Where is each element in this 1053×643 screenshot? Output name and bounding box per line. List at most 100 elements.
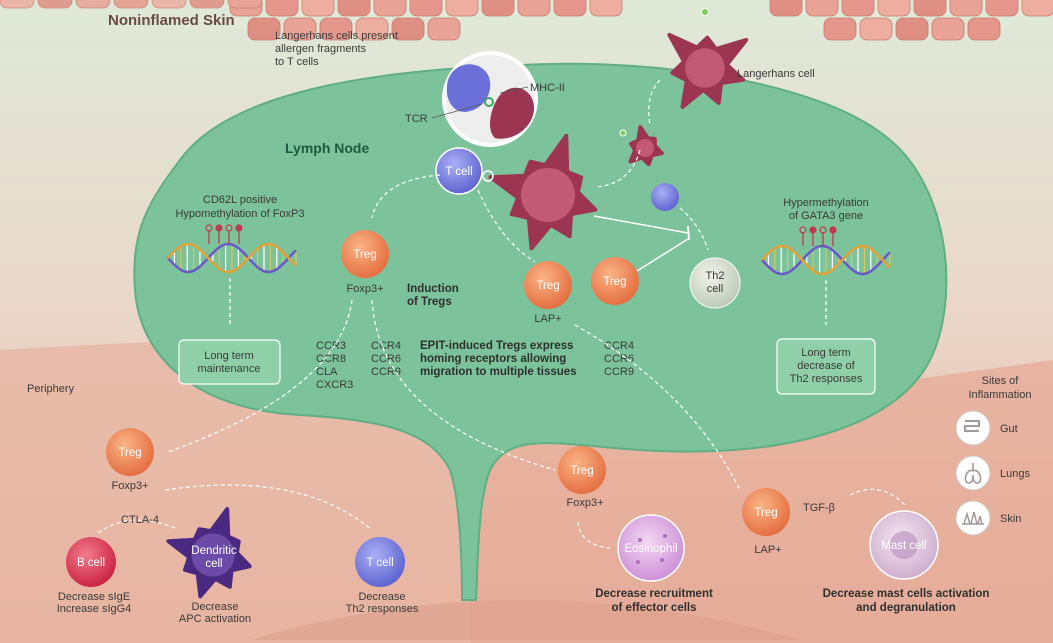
- label-periphery: Periphery: [27, 383, 75, 395]
- treg-gut-foxp3: Foxp3+: [567, 497, 604, 509]
- skin-cell: [151, 0, 187, 9]
- tcell-node-label: T cell: [445, 166, 472, 178]
- periphery-shadow: [250, 600, 800, 640]
- arrow-gut-treg: [371, 299, 556, 471]
- langerhans-present-line2: allergen fragments: [275, 43, 367, 55]
- treg-gut: Treg: [558, 446, 606, 494]
- eosinophil-label: Eosinophil: [624, 543, 677, 555]
- skin-cell: [841, 0, 875, 17]
- cd62l-line1: CD62L positive: [203, 194, 277, 206]
- mast-cell: Mast cell: [869, 510, 939, 580]
- sites-line2: Inflammation: [969, 389, 1032, 401]
- skin-cell: [769, 0, 803, 17]
- th2-line1: Th2: [706, 270, 725, 282]
- hypermeth-line1: Hypermethylation: [783, 197, 869, 209]
- treg-suppressor: Treg: [591, 257, 639, 305]
- title-noninflamed-skin: Noninflamed Skin: [108, 12, 235, 29]
- long-term-maint-line1: Long term: [204, 350, 254, 362]
- tcr-contact-marker: [482, 170, 494, 182]
- th2-cell: [689, 257, 741, 309]
- receptor-left-2: CLA: [316, 366, 338, 378]
- skin-cell: [355, 17, 389, 41]
- arrow-eosinophil: [577, 521, 611, 549]
- eosinophil: Eosinophil: [617, 514, 685, 582]
- allergen-fragment-top: [701, 8, 709, 16]
- receptor-left-0: CCR3: [316, 340, 346, 352]
- label-mhc-ii: MHC-II: [530, 82, 565, 94]
- receptor-mid-0: CCR4: [371, 340, 401, 352]
- arrow-tcell-to-lap: [477, 189, 536, 263]
- lungs-icon: [955, 455, 991, 491]
- site-gut-label: Gut: [1000, 423, 1018, 435]
- site-skin: Skin: [955, 500, 1021, 536]
- arrow-to-tcell: [164, 484, 373, 531]
- bcell: B cell: [66, 537, 116, 587]
- treg-periphery-label: Treg: [118, 447, 141, 459]
- treg-induction-foxp3: Foxp3+: [347, 283, 384, 295]
- cd62l-line2: Hypomethylation of FoxP3: [175, 208, 304, 220]
- label-tgf-beta: TGF-β: [803, 502, 835, 514]
- arrow-periphery-treg: [167, 299, 353, 453]
- skin-cell: [113, 0, 149, 9]
- tcell-lymph-node: [435, 147, 483, 195]
- skin-cell: [189, 0, 225, 9]
- skin-cell: [481, 0, 515, 17]
- induction-line2: of Tregs: [407, 296, 452, 308]
- label-tcr: TCR: [405, 113, 428, 125]
- skin-cell: [247, 17, 281, 41]
- epit-line1: EPIT-induced Tregs express: [420, 340, 573, 352]
- arrow-lc-migrate: [648, 79, 661, 126]
- small-tcell: [651, 183, 679, 211]
- treg-periphery: Treg: [106, 428, 154, 476]
- receptor-left-1: CCR8: [316, 353, 346, 365]
- inhibition-line-treg: [636, 238, 689, 272]
- skin-cell: [859, 17, 893, 41]
- decrease-recruit-line2: of effector cells: [612, 602, 697, 614]
- long-term-maint-line2: maintenance: [198, 363, 261, 375]
- mast-cell-label: Mast cell: [881, 540, 926, 552]
- skin-cell: [409, 0, 443, 17]
- th2-line2: cell: [707, 283, 724, 295]
- arrow-lc-to-node: [594, 149, 641, 188]
- treg-induction: Treg: [341, 230, 389, 278]
- receptor-right-2: CCR9: [604, 366, 634, 378]
- skin-cell: [37, 0, 73, 9]
- skin-cell: [427, 17, 461, 41]
- skin-cells: [0, 0, 1053, 41]
- long-term-decrease-line3: Th2 responses: [790, 373, 863, 385]
- arrow-ctla4: [97, 519, 176, 534]
- site-lungs: Lungs: [955, 455, 1030, 491]
- tcell-periphery: T cell: [355, 537, 405, 587]
- bcell-label: B cell: [77, 557, 105, 569]
- langerhans-present-line1: Langerhans cells present: [275, 30, 398, 42]
- title-lymph-node: Lymph Node: [285, 140, 369, 156]
- inhibition-line-lc: [593, 215, 689, 234]
- dna-right: [761, 226, 891, 276]
- treg-lap-label: Treg: [536, 280, 559, 292]
- allergen-fragment-small: [619, 129, 627, 137]
- skin-cell: [805, 0, 839, 17]
- skin-cell: [1021, 0, 1053, 17]
- treg-gut-label: Treg: [570, 465, 593, 477]
- skin-cell: [913, 0, 947, 17]
- skin-cell: [553, 0, 587, 17]
- tcell-periphery-label: T cell: [366, 557, 393, 569]
- dendritic-line1: Dendritic: [191, 545, 237, 557]
- epit-line2: homing receptors allowing: [420, 353, 566, 365]
- dendritic-cell: [166, 507, 252, 599]
- treg-lap-periphery: Treg: [742, 488, 790, 536]
- bcell-desc-line1: Decrease sIgE: [58, 591, 130, 603]
- treg-lap: Treg: [524, 261, 572, 309]
- skin-cell: [931, 17, 965, 41]
- skin-cell: [877, 0, 911, 17]
- arrow-tcell-to-treg: [371, 174, 441, 219]
- treg-periphery-foxp3: Foxp3+: [112, 480, 149, 492]
- site-skin-label: Skin: [1000, 513, 1021, 525]
- inhibition-bar-lc: [687, 225, 690, 241]
- skin-cell: [895, 17, 929, 41]
- skin-cell: [301, 0, 335, 17]
- langerhans-cell-large: [488, 133, 598, 251]
- receptor-right-1: CCR6: [604, 353, 634, 365]
